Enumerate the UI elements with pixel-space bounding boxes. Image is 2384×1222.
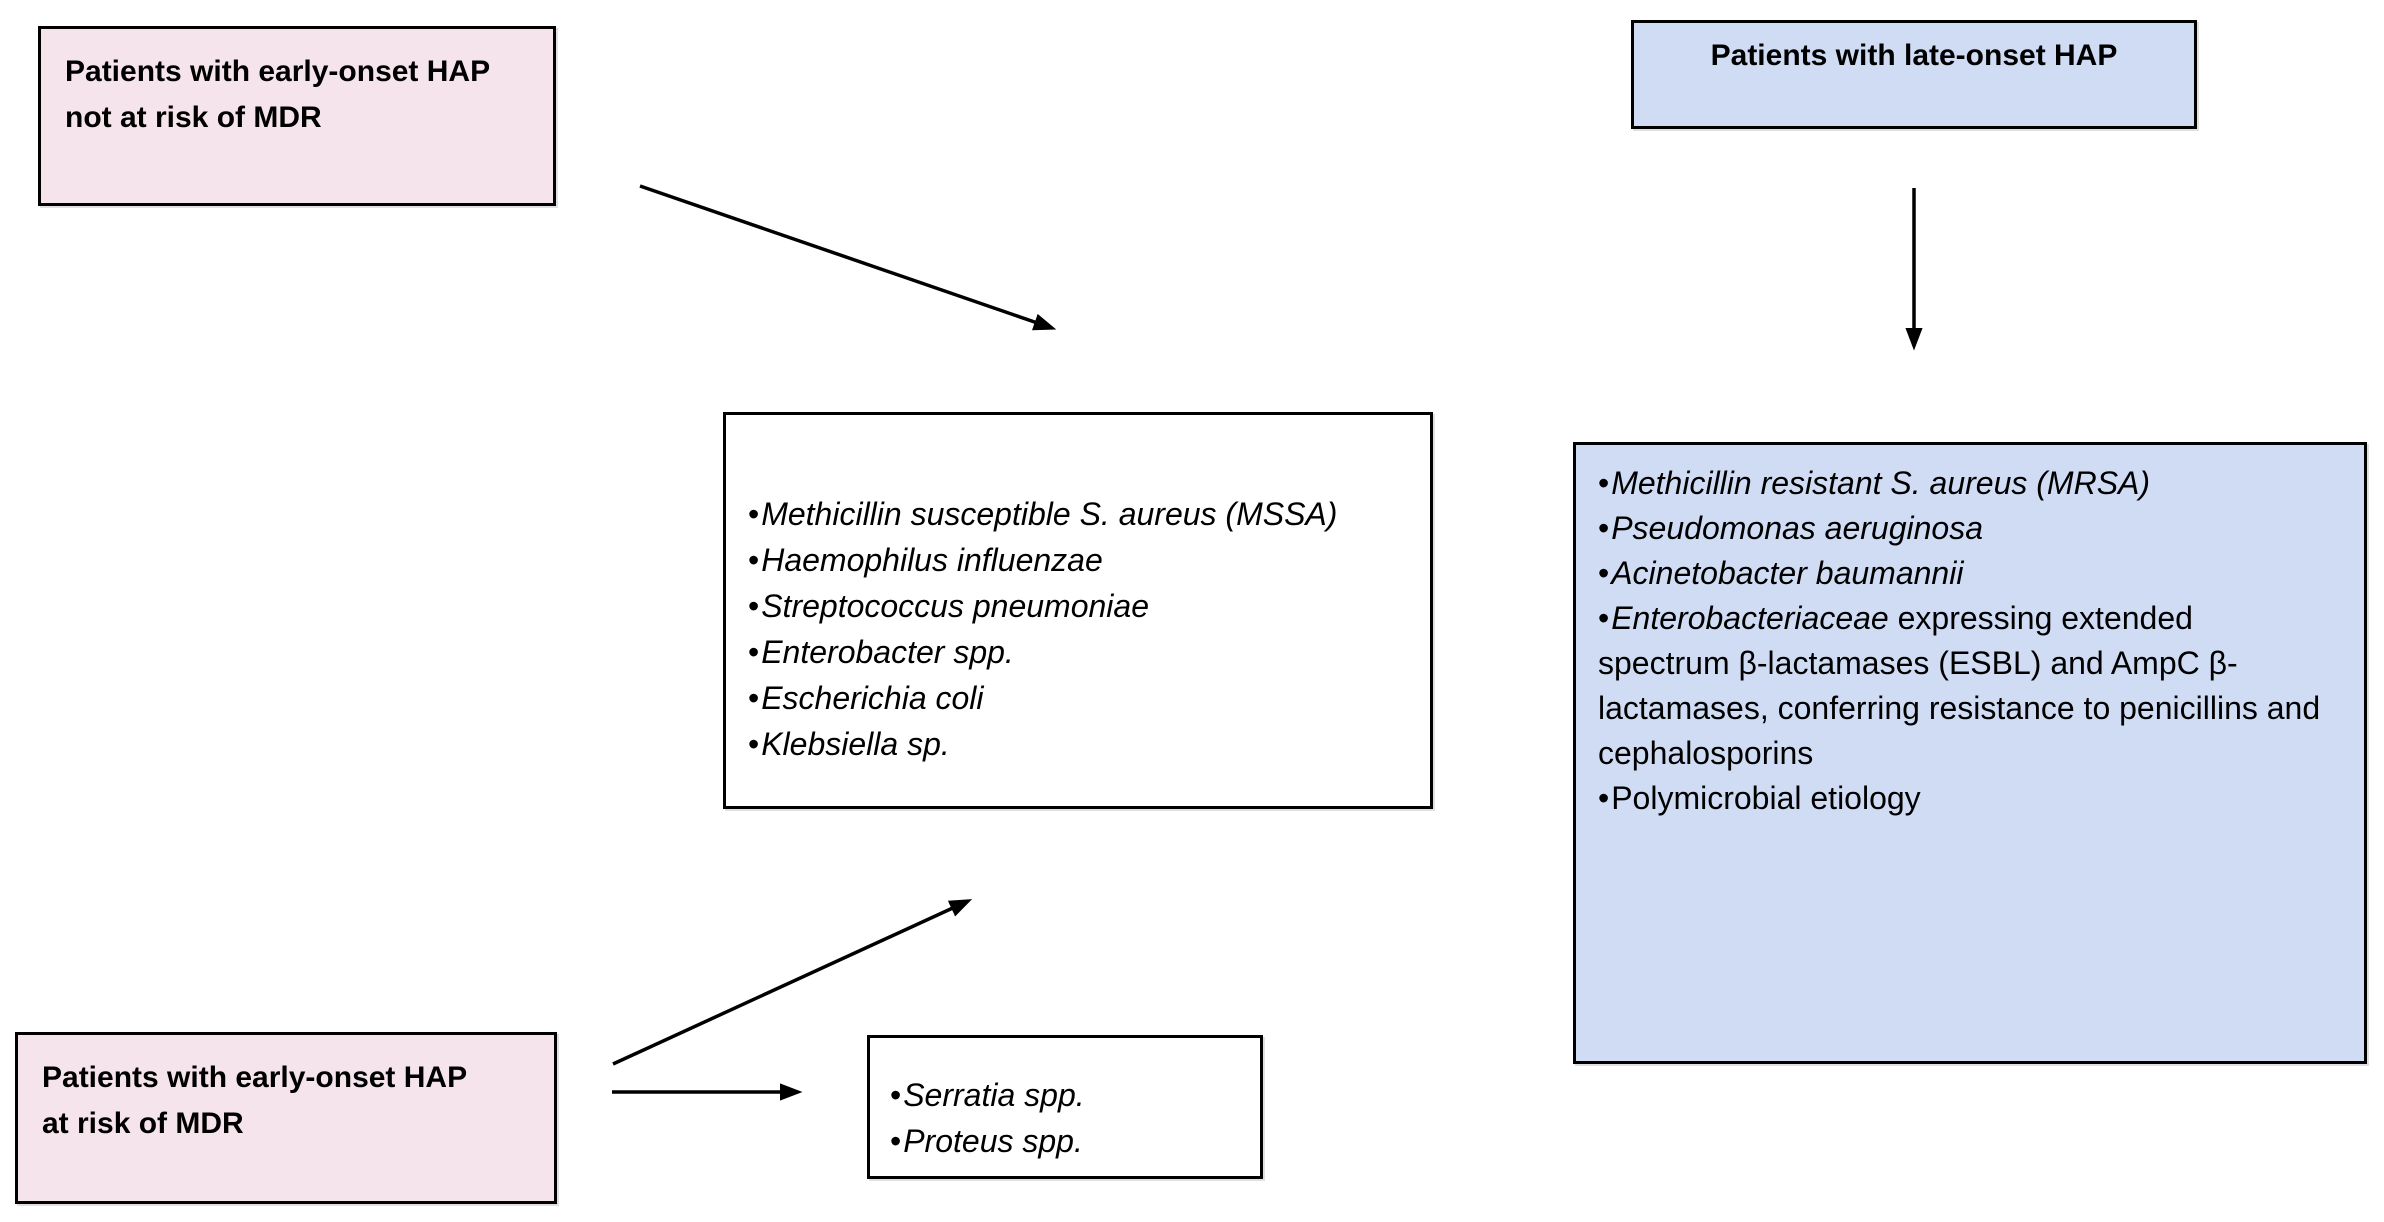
arrow-early-no-mdr-to-common <box>639 184 1057 331</box>
pathogen-item: •Haemophilus influenzae <box>748 537 1408 583</box>
pathogen-name-italic: Pseudomonas aeruginosa <box>1611 510 1984 546</box>
bullet-glyph: • <box>748 588 760 624</box>
pathogen-item: •Escherichia coli <box>748 675 1408 721</box>
bullet-glyph: • <box>1598 465 1610 501</box>
bullet-glyph: • <box>890 1123 902 1159</box>
pathogen-item: •Pseudomonas aeruginosa <box>1598 506 2328 551</box>
node-early-onset-at-risk-mdr: Patients with early-onset HAP at risk of… <box>15 1032 557 1204</box>
pathogen-item: •Methicillin resistant S. aureus (MRSA) <box>1598 461 2328 506</box>
pathogen-item: •Proteus spp. <box>890 1118 1240 1164</box>
pathogen-name-italic: Methicillin resistant S. aureus (MRSA) <box>1611 465 2151 501</box>
pathogen-item: •Polymicrobial etiology <box>1598 776 2328 821</box>
bullet-glyph: • <box>1598 510 1610 546</box>
pathogen-name-italic: Streptococcus pneumoniae <box>761 588 1149 624</box>
node-mdr-pathogens-list: •Methicillin resistant S. aureus (MRSA)•… <box>1573 442 2367 1064</box>
node-label-line: Patients with early-onset HAP <box>42 1061 468 1094</box>
pathogen-name-italic: Methicillin susceptible S. aureus (MSSA) <box>761 496 1338 532</box>
pathogen-name-italic: Haemophilus influenzae <box>761 542 1103 578</box>
pathogen-item: •Methicillin susceptible S. aureus (MSSA… <box>748 491 1408 537</box>
pathogen-item: •Klebsiella sp. <box>748 721 1408 767</box>
bullet-glyph: • <box>748 496 760 532</box>
node-early-onset-no-mdr: Patients with early-onset HAP not at ris… <box>38 26 556 206</box>
pathogen-item: •Streptococcus pneumoniae <box>748 583 1408 629</box>
node-label-line: not at risk of MDR <box>65 101 322 134</box>
bullet-glyph: • <box>748 680 760 716</box>
pathogen-name-italic: Serratia spp. <box>903 1077 1085 1113</box>
pathogen-name-italic: Enterobacteriaceae <box>1611 600 1889 636</box>
pathogen-item: •Enterobacteriaceae expressing extended … <box>1598 596 2328 776</box>
bullet-glyph: • <box>1598 555 1610 591</box>
pathogen-name-italic: Proteus spp. <box>903 1123 1083 1159</box>
pathogen-item: •Acinetobacter baumannii <box>1598 551 2328 596</box>
pathogen-text: Polymicrobial etiology <box>1611 780 1921 816</box>
bullet-glyph: • <box>748 542 760 578</box>
bullet-glyph: • <box>1598 780 1610 816</box>
node-label-line: at risk of MDR <box>42 1107 244 1140</box>
pathogen-name-italic: Acinetobacter baumannii <box>1611 555 1964 591</box>
pathogen-name-italic: Klebsiella sp. <box>761 726 950 762</box>
node-label-line: Patients with late-onset HAP <box>1710 39 2118 72</box>
pathogen-name-italic: Escherichia coli <box>761 680 984 716</box>
bullet-glyph: • <box>1598 600 1610 636</box>
pathogen-text: expressing extended spectrum β-lactamase… <box>1598 600 2321 771</box>
node-common-pathogens-list: •Methicillin susceptible S. aureus (MSSA… <box>723 412 1433 809</box>
pathogen-name-italic: Enterobacter spp. <box>761 634 1014 670</box>
pathogen-item: •Enterobacter spp. <box>748 629 1408 675</box>
node-label-line: Patients with early-onset HAP <box>65 55 491 88</box>
node-late-onset: Patients with late-onset HAP <box>1631 20 2197 129</box>
bullet-glyph: • <box>748 634 760 670</box>
bullet-glyph: • <box>748 726 760 762</box>
bullet-glyph: • <box>890 1077 902 1113</box>
pathogen-item: •Serratia spp. <box>890 1072 1240 1118</box>
node-extra-pathogens-list: •Serratia spp.•Proteus spp. <box>867 1035 1263 1179</box>
